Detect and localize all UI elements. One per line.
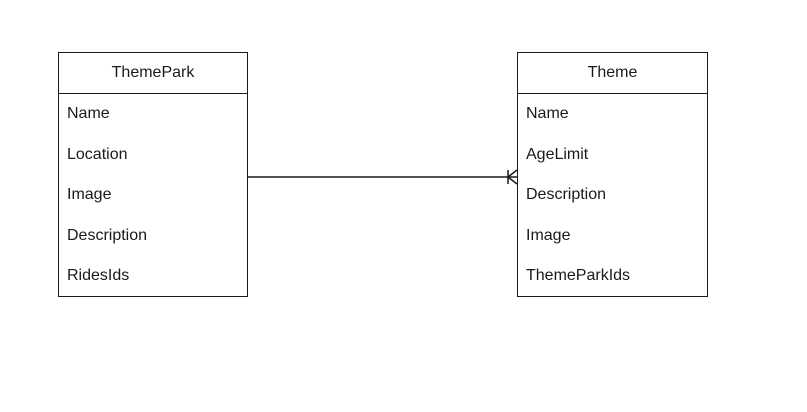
attribute-list: Name AgeLimit Description Image ThemePar… [518, 94, 707, 297]
attribute-list: Name Location Image Description RidesIds [59, 94, 247, 297]
crows-foot-lower-icon [507, 176, 518, 185]
attribute-row[interactable]: ThemeParkIds [526, 267, 631, 285]
attribute-row[interactable]: Name [67, 105, 110, 122]
attribute-row[interactable]: Location [67, 145, 128, 163]
crows-foot-upper-icon [507, 169, 518, 178]
attribute-row[interactable]: Image [67, 186, 112, 204]
attribute-row[interactable]: AgeLimit [526, 145, 589, 163]
entity-title: ThemePark [59, 53, 247, 94]
entity-themepark[interactable]: ThemePark Name Location Image Descriptio… [58, 52, 248, 297]
entity-title: Theme [518, 53, 707, 94]
attribute-row[interactable]: Description [526, 186, 607, 204]
attribute-row[interactable]: Description [67, 226, 148, 244]
entity-theme[interactable]: Theme Name AgeLimit Description Image Th… [517, 52, 708, 297]
attribute-row[interactable]: Name [526, 105, 569, 122]
attribute-row[interactable]: RidesIds [67, 267, 130, 285]
attribute-row[interactable]: Image [526, 226, 571, 244]
